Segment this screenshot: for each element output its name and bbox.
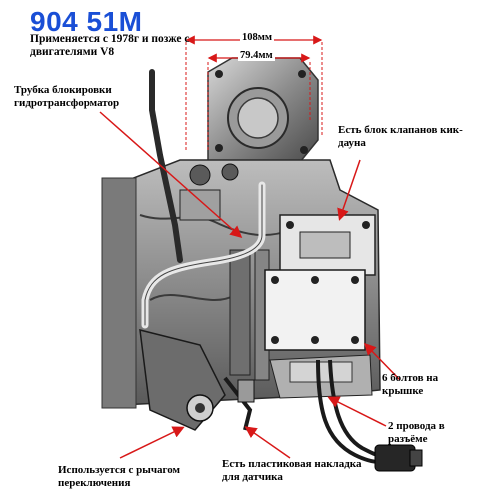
model-subtitle: Применяется с 1978г и позже с двигателям… [30,33,190,58]
kickdown-block [279,214,376,276]
model-title: 904 51M [30,6,143,37]
shift-linkage [139,329,255,431]
solenoid-cover [264,269,366,351]
callout-sensor-pad: Есть пластиковая накладка для датчика [222,458,362,483]
dimension-inner-label: 79.4мм [238,50,275,61]
callout-arrows [99,111,401,459]
wire-harness [316,359,423,472]
lockup-tube [141,69,266,329]
dimension-outer-label: 108мм [240,32,275,43]
callout-bolts: 6 болтов на крышке [382,372,439,397]
callout-lockup-tube: Трубка блокировки гидротрансформатор [14,84,120,109]
callout-shift-lever: Используется с рычагом переключения [58,464,181,489]
callout-kickdown: Есть блок клапанов кик-дауна [338,124,463,149]
callout-wires: 2 провода в разъёме [388,420,445,445]
top-plate [207,57,319,163]
